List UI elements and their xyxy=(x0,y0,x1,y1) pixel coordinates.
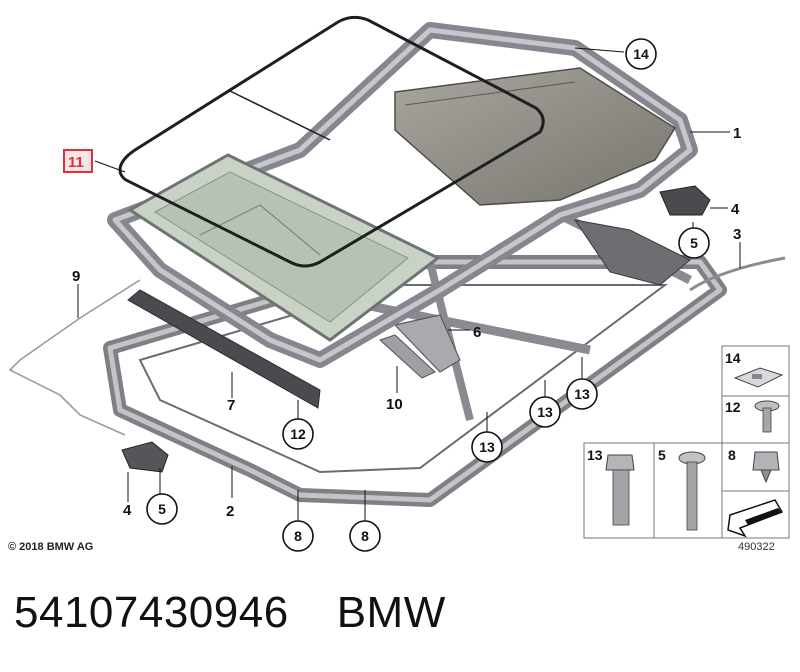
wind-deflector-bar xyxy=(127,289,321,409)
orientation-arrow-icon xyxy=(727,499,784,538)
legend-label-14: 14 xyxy=(725,350,741,366)
flange-screw-icon xyxy=(754,400,780,433)
long-bolt-icon xyxy=(678,451,706,531)
glass-lid xyxy=(127,153,441,342)
hex-bolt-icon xyxy=(605,454,635,526)
label-11-highlighted: 11 xyxy=(63,149,93,173)
svg-text:8: 8 xyxy=(294,528,302,544)
svg-text:8: 8 xyxy=(361,528,369,544)
side-bracket xyxy=(573,219,691,286)
label-10: 10 xyxy=(386,396,403,413)
copyright-notice: © 2018 BMW AG xyxy=(8,541,94,553)
upper-frame xyxy=(107,22,698,368)
label-4-upper: 4 xyxy=(731,201,740,218)
legend-label-12: 12 xyxy=(725,399,741,415)
label-9: 9 xyxy=(72,268,80,285)
svg-text:13: 13 xyxy=(574,386,590,402)
legend-label-8: 8 xyxy=(728,447,736,463)
sunroof-parts-diagram: 1 4 3 9 6 7 10 4 2 11 14 5 12 13 13 13 5… xyxy=(8,15,790,552)
part-number: 54107430946 xyxy=(14,588,289,637)
label-6: 6 xyxy=(473,324,481,341)
drain-hose xyxy=(8,279,141,436)
label-4-lower: 4 xyxy=(123,502,132,519)
callout-14: 14 xyxy=(625,38,657,70)
brand-name: BMW xyxy=(336,588,446,637)
legend-label-5: 5 xyxy=(658,447,666,463)
drive-cable xyxy=(689,256,786,292)
label-1: 1 xyxy=(733,125,741,142)
callout-13-c: 13 xyxy=(471,431,503,463)
callout-5-lower: 5 xyxy=(146,493,178,525)
drive-motor-upper xyxy=(659,185,711,216)
callout-8-a: 8 xyxy=(282,520,314,552)
water-channel xyxy=(379,334,436,379)
callout-8-b: 8 xyxy=(349,520,381,552)
label-3: 3 xyxy=(733,226,741,243)
svg-text:13: 13 xyxy=(479,439,495,455)
label-2: 2 xyxy=(226,503,234,520)
legend-label-13: 13 xyxy=(587,447,603,463)
part-number-line: 54107430946 BMW xyxy=(14,588,446,638)
bracket xyxy=(393,314,461,373)
drive-motor-lower xyxy=(121,441,169,473)
svg-text:13: 13 xyxy=(537,404,553,420)
callout-5-upper: 5 xyxy=(678,227,710,259)
svg-text:5: 5 xyxy=(158,501,166,517)
circled-callouts: 14 5 12 13 13 13 5 8 8 xyxy=(146,38,710,552)
svg-text:11: 11 xyxy=(68,154,84,171)
lid-seal xyxy=(118,15,545,268)
fastener-legend: 14 12 8 13 5 xyxy=(583,345,790,539)
callout-13-a: 13 xyxy=(566,378,598,410)
svg-text:14: 14 xyxy=(633,46,649,62)
clip-nut-icon xyxy=(752,451,780,484)
callout-13-b: 13 xyxy=(529,396,561,428)
svg-text:12: 12 xyxy=(290,426,306,442)
label-7: 7 xyxy=(227,397,235,414)
svg-text:5: 5 xyxy=(690,235,698,251)
callout-12-main: 12 xyxy=(282,418,314,450)
clip-icon xyxy=(733,367,784,388)
figure-number: 490322 xyxy=(738,541,775,553)
